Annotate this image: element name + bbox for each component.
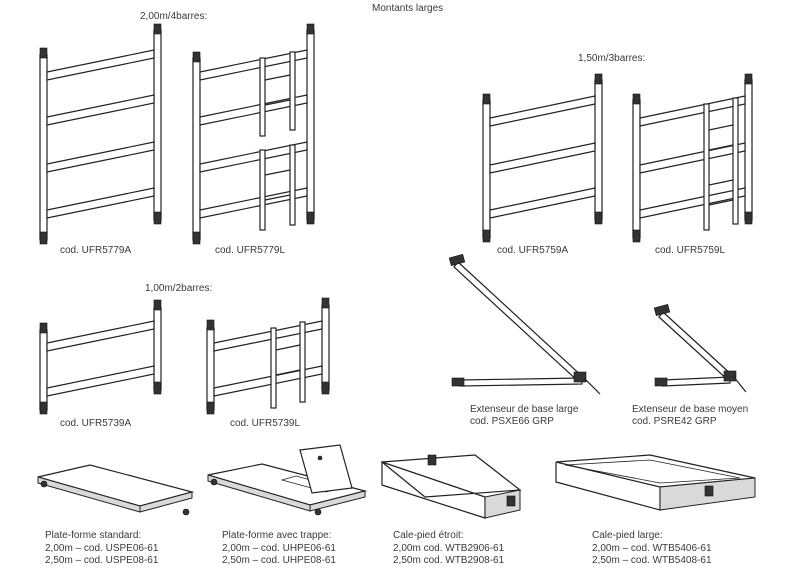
code-ufr5739a: cod. UFR5739A bbox=[60, 418, 132, 429]
plate-trappe-line2: 2,50m – cod. UHPE08-61 bbox=[222, 555, 336, 566]
cale-pied-etroit-drawing bbox=[380, 454, 522, 519]
cale-etroit-line1: 2,00m cod. WTB2906-61 bbox=[393, 543, 505, 554]
extenseur-moyen-name: Extenseur de base moyen bbox=[632, 404, 749, 415]
code-ufr5739l: cod. UFR5739L bbox=[230, 418, 301, 429]
frame-ufr5779a bbox=[39, 23, 162, 245]
plate-trappe-drawing bbox=[207, 444, 368, 516]
plate-trappe-line1: 2,00m – cod. UHPE06-61 bbox=[222, 543, 336, 554]
section-200-title: 2,00m/4barres: bbox=[140, 11, 208, 22]
code-ufr5779a: cod. UFR5779A bbox=[60, 245, 132, 256]
frame-ufr5739a bbox=[39, 299, 162, 415]
frame-ufr5759l bbox=[632, 73, 753, 243]
cale-etroit-name: Cale-pied étroit: bbox=[393, 530, 464, 541]
section-100-title: 1,00m/2barres: bbox=[145, 283, 213, 294]
frame-ufr5779l bbox=[192, 23, 315, 245]
frame-ufr5739l bbox=[206, 297, 330, 415]
extenseur-large-name: Extenseur de base large bbox=[470, 404, 579, 415]
extenseur-moyen-code: cod. PSRE42 GRP bbox=[632, 416, 717, 427]
section-150-title: 1,50m/3barres: bbox=[578, 53, 646, 64]
cale-large-line1: 2,00m – cod. WTB5406-61 bbox=[592, 543, 712, 554]
plate-standard-line1: 2,00m – cod. USPE06-61 bbox=[45, 543, 159, 554]
code-ufr5759a: cod. UFR5759A bbox=[497, 245, 569, 256]
plate-standard-name: Plate-forme standard: bbox=[45, 530, 142, 541]
code-ufr5759l: cod. UFR5759L bbox=[655, 245, 726, 256]
frame-ufr5759a bbox=[482, 73, 603, 243]
cale-pied-large-drawing bbox=[555, 454, 756, 511]
cale-large-name: Cale-pied large: bbox=[592, 530, 663, 541]
cale-large-line2: 2,50m – cod. WTB5408-61 bbox=[592, 555, 712, 566]
plate-standard-drawing bbox=[37, 464, 195, 516]
plate-standard-line2: 2,50m – cod. USPE08-61 bbox=[45, 555, 159, 566]
extenseur-large-code: cod. PSXE66 GRP bbox=[470, 416, 554, 427]
plate-trappe-name: Plate-forme avec trappe: bbox=[222, 530, 332, 541]
extenseur-large-drawing bbox=[448, 253, 601, 395]
page-title: Montants larges bbox=[372, 3, 444, 14]
extenseur-moyen-drawing bbox=[653, 303, 747, 393]
cale-etroit-line2: 2,50m cod. WTB2908-61 bbox=[393, 555, 505, 566]
code-ufr5779l: cod. UFR5779L bbox=[215, 245, 286, 256]
